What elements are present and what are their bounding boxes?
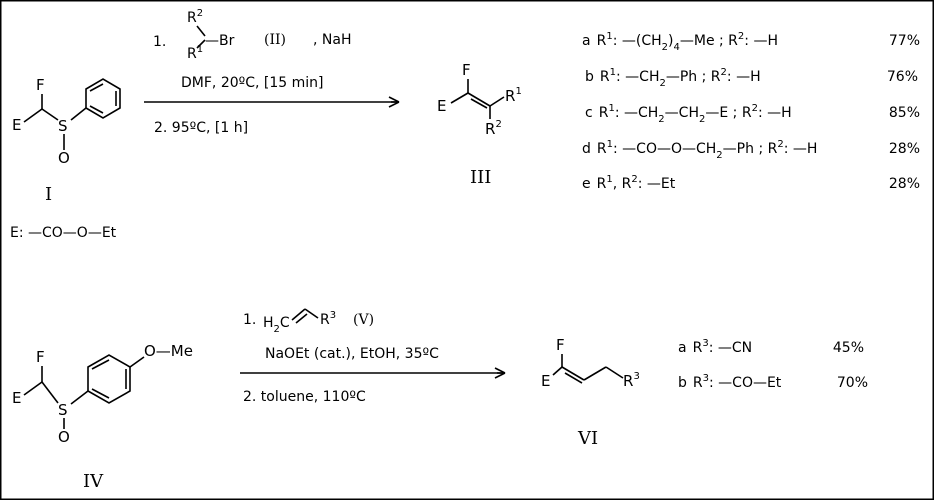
atom-S: S: [58, 117, 68, 135]
substituent-R1: R1: [505, 86, 522, 105]
atom-F: F: [36, 348, 45, 366]
atom-O: O: [58, 149, 70, 167]
vinyl-double-a: [291, 308, 306, 321]
methoxy-group: O—Me: [144, 342, 193, 360]
atom-E: E: [12, 116, 21, 134]
aryl-ring: [87, 354, 131, 404]
compound-IV-label: IV: [83, 471, 104, 492]
bond-C-C-double: [467, 92, 491, 107]
reagent-vinyl: H2C: [263, 315, 290, 335]
compound-III-structure: F E R1 R2 III: [437, 61, 522, 188]
step1-conditions: NaOEt (cat.), EtOH, 35ºC: [265, 346, 439, 362]
step1-number: 1.: [243, 312, 256, 328]
atom-E: E: [437, 97, 446, 115]
bond-C-S: [41, 108, 59, 121]
atom-F: F: [462, 61, 471, 79]
yield-d: 28%: [889, 141, 920, 157]
substituent-R2: R2: [485, 119, 502, 138]
compound-III-label: III: [470, 167, 491, 188]
aryl-double-3: [91, 388, 110, 399]
bond-Ar-O: [129, 356, 145, 368]
vinyl-double-b: [295, 313, 308, 324]
bond-C-C-double-2: [564, 372, 583, 384]
compound-I-label: I: [45, 184, 52, 205]
compound-V-label: (V): [353, 312, 374, 328]
scheme2-reagents: 1. H2C R3 (V) NaOEt (cat.), EtOH, 35ºC 2…: [240, 308, 506, 405]
reagent-Br: —Br: [205, 33, 235, 49]
atom-E: E: [541, 372, 550, 390]
step2-conditions: 2. 95ºC, [1 h]: [154, 120, 248, 136]
bond-C-E: [552, 366, 563, 376]
E-definition: E: —CO—O—Et: [10, 225, 117, 241]
compound-VI-structure: F E R3 VI: [541, 336, 640, 449]
bond-S-Ar: [70, 390, 89, 405]
reagent-bond-down: [196, 39, 206, 49]
yield-a: 77%: [889, 33, 920, 49]
reagent-R2: R2: [187, 8, 203, 26]
benzene-double-1: [89, 83, 104, 92]
step2-conditions: 2. toluene, 110ºC: [243, 389, 366, 405]
substituent-R3: R3: [623, 371, 640, 390]
arrowhead-1a: [388, 96, 400, 103]
compound-I-structure: F E S O I E: —CO—O—Et: [10, 76, 121, 241]
bond-CH2-R3: [605, 366, 624, 379]
yield-e: 28%: [889, 176, 920, 192]
atom-O: O: [58, 428, 70, 446]
atom-F: F: [36, 76, 45, 94]
step1-conditions: DMF, 20ºC, [15 min]: [181, 75, 324, 91]
yield-a: 45%: [833, 340, 864, 356]
arrowhead-2b: [494, 372, 506, 379]
arrowhead-1b: [388, 101, 400, 108]
bond-C-E: [23, 108, 43, 123]
yield-b: 76%: [887, 69, 918, 85]
bond-S-Ph: [70, 107, 87, 121]
compound-VI-label: VI: [577, 428, 598, 449]
yield-b: 70%: [837, 375, 868, 391]
bond-C-R1: [489, 96, 505, 107]
compound-II-label: (II): [264, 32, 286, 48]
atom-F: F: [556, 336, 565, 354]
benzene-double-3: [89, 105, 104, 114]
reagent-R3: R3: [320, 310, 336, 328]
scheme1-reagents: 1. R2 —Br R1 (II) , NaH DMF, 20ºC, [15 m…: [144, 8, 400, 136]
bond-C-E: [23, 381, 43, 396]
vinyl-single: [304, 308, 319, 319]
reagent-bond-up: [196, 25, 206, 37]
atom-S: S: [58, 401, 68, 419]
benzene-ring: [85, 78, 121, 119]
atom-E: E: [12, 389, 21, 407]
bond-C-C-double-2: [470, 98, 488, 109]
aryl-double-1: [91, 359, 110, 370]
bond-C-S: [41, 381, 59, 404]
arrowhead-2a: [494, 367, 506, 374]
step1-number: 1.: [153, 34, 166, 50]
bond-C-E: [450, 92, 469, 104]
reagent-R1: R1: [187, 44, 203, 62]
compound-IV-structure: F E S O O—Me IV: [12, 342, 193, 492]
bond-C-C-double: [561, 366, 585, 381]
bond-C-CH2: [583, 366, 607, 381]
yield-c: 85%: [889, 105, 920, 121]
base-NaH: , NaH: [313, 32, 351, 48]
